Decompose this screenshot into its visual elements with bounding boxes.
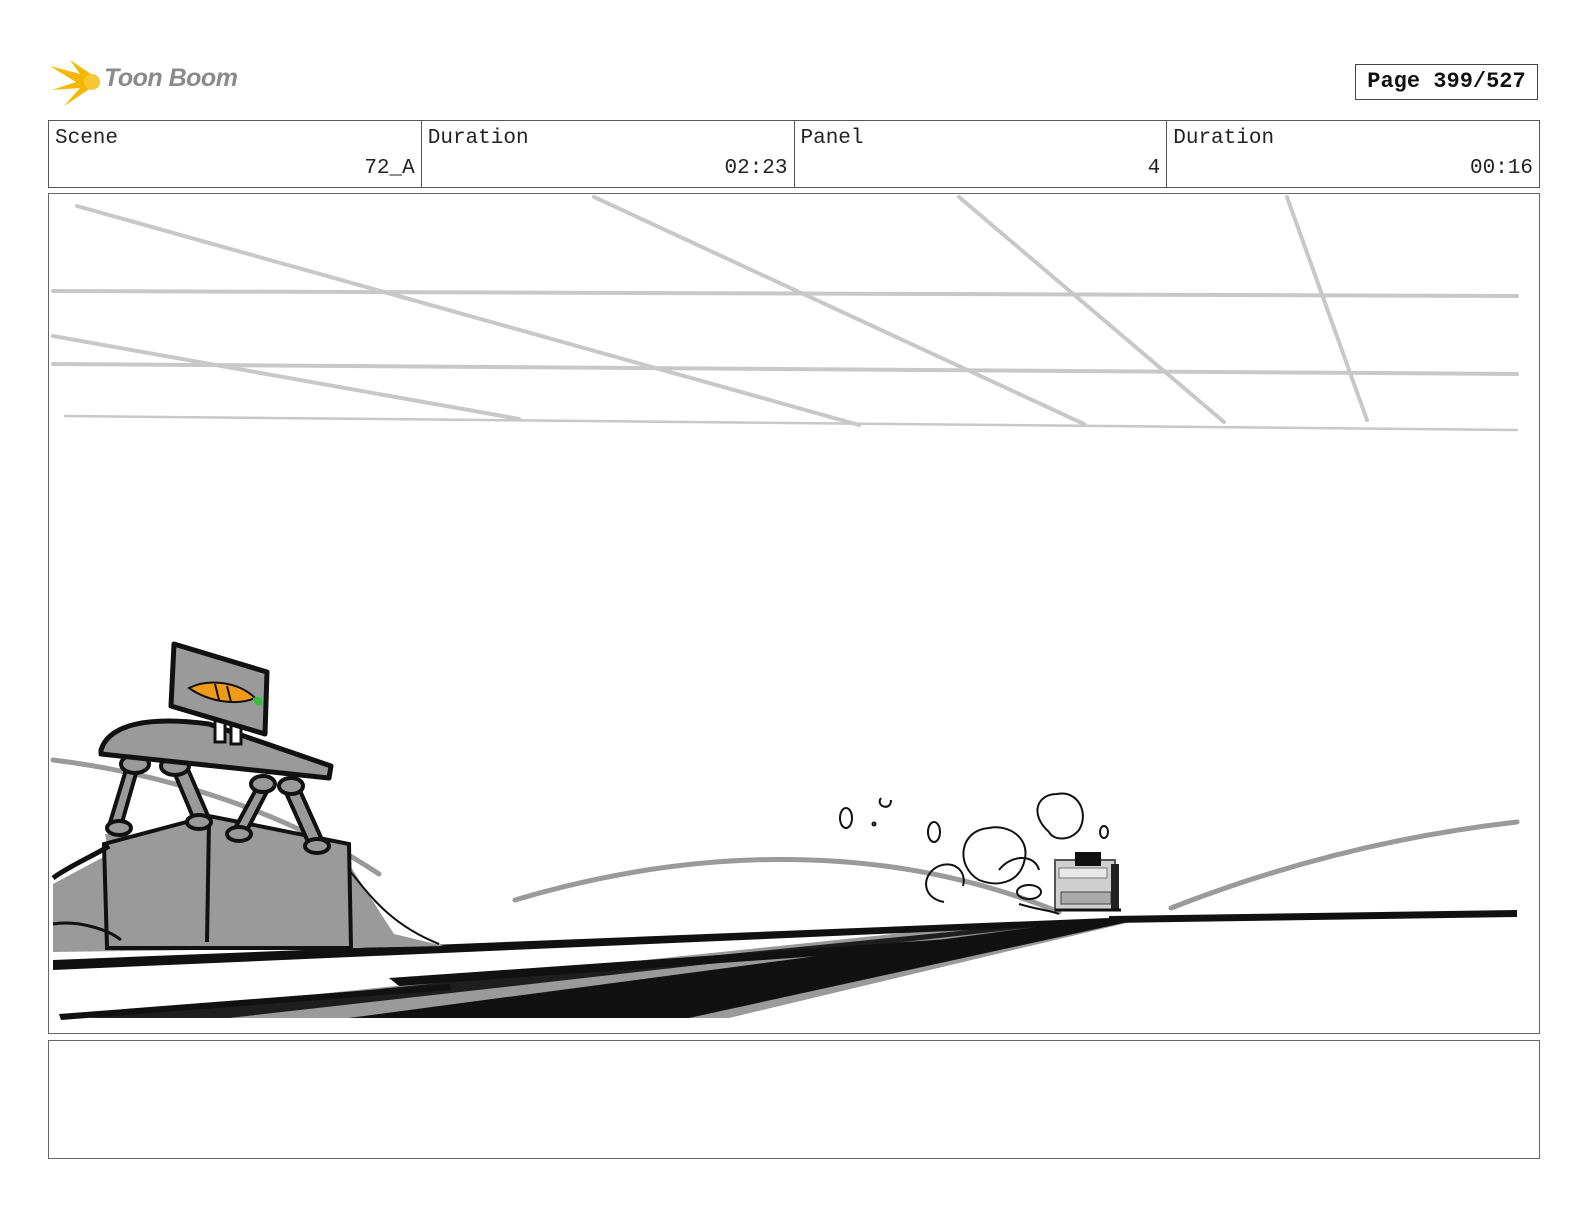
ceiling-grid xyxy=(51,195,1519,432)
dust-clouds xyxy=(839,792,1109,915)
panel-duration-cell: Duration 00:16 xyxy=(1167,121,1539,187)
storyboard-panel xyxy=(48,193,1540,1034)
panel-label: Panel xyxy=(800,127,864,150)
scene-duration-value: 02:23 xyxy=(724,157,788,180)
truck-icon xyxy=(1054,852,1121,912)
scene-label: Scene xyxy=(55,127,119,150)
page-indicator: Page 399/527 xyxy=(1355,64,1538,100)
billboard-platform xyxy=(51,641,444,952)
toon-boom-flame-icon xyxy=(50,60,100,106)
scene-duration-label: Duration xyxy=(427,127,529,150)
panel-cell: Panel 4 xyxy=(795,121,1168,187)
scene-cell: Scene 72_A xyxy=(49,121,422,187)
scene-value: 72_A xyxy=(364,157,415,180)
panel-duration-label: Duration xyxy=(1173,127,1275,150)
logo-text: Toon Boom xyxy=(104,64,238,92)
panel-notes-box xyxy=(48,1040,1540,1159)
panel-duration-value: 00:16 xyxy=(1469,157,1533,180)
carrot-icon xyxy=(187,681,263,706)
road xyxy=(53,910,1517,1020)
panel-sketch xyxy=(50,195,1520,1020)
scene-info-table: Scene 72_A Duration 02:23 Panel 4 Durati… xyxy=(48,120,1540,188)
toon-boom-logo: Toon Boom xyxy=(50,56,250,108)
scene-duration-cell: Duration 02:23 xyxy=(422,121,795,187)
panel-value: 4 xyxy=(1147,157,1161,180)
